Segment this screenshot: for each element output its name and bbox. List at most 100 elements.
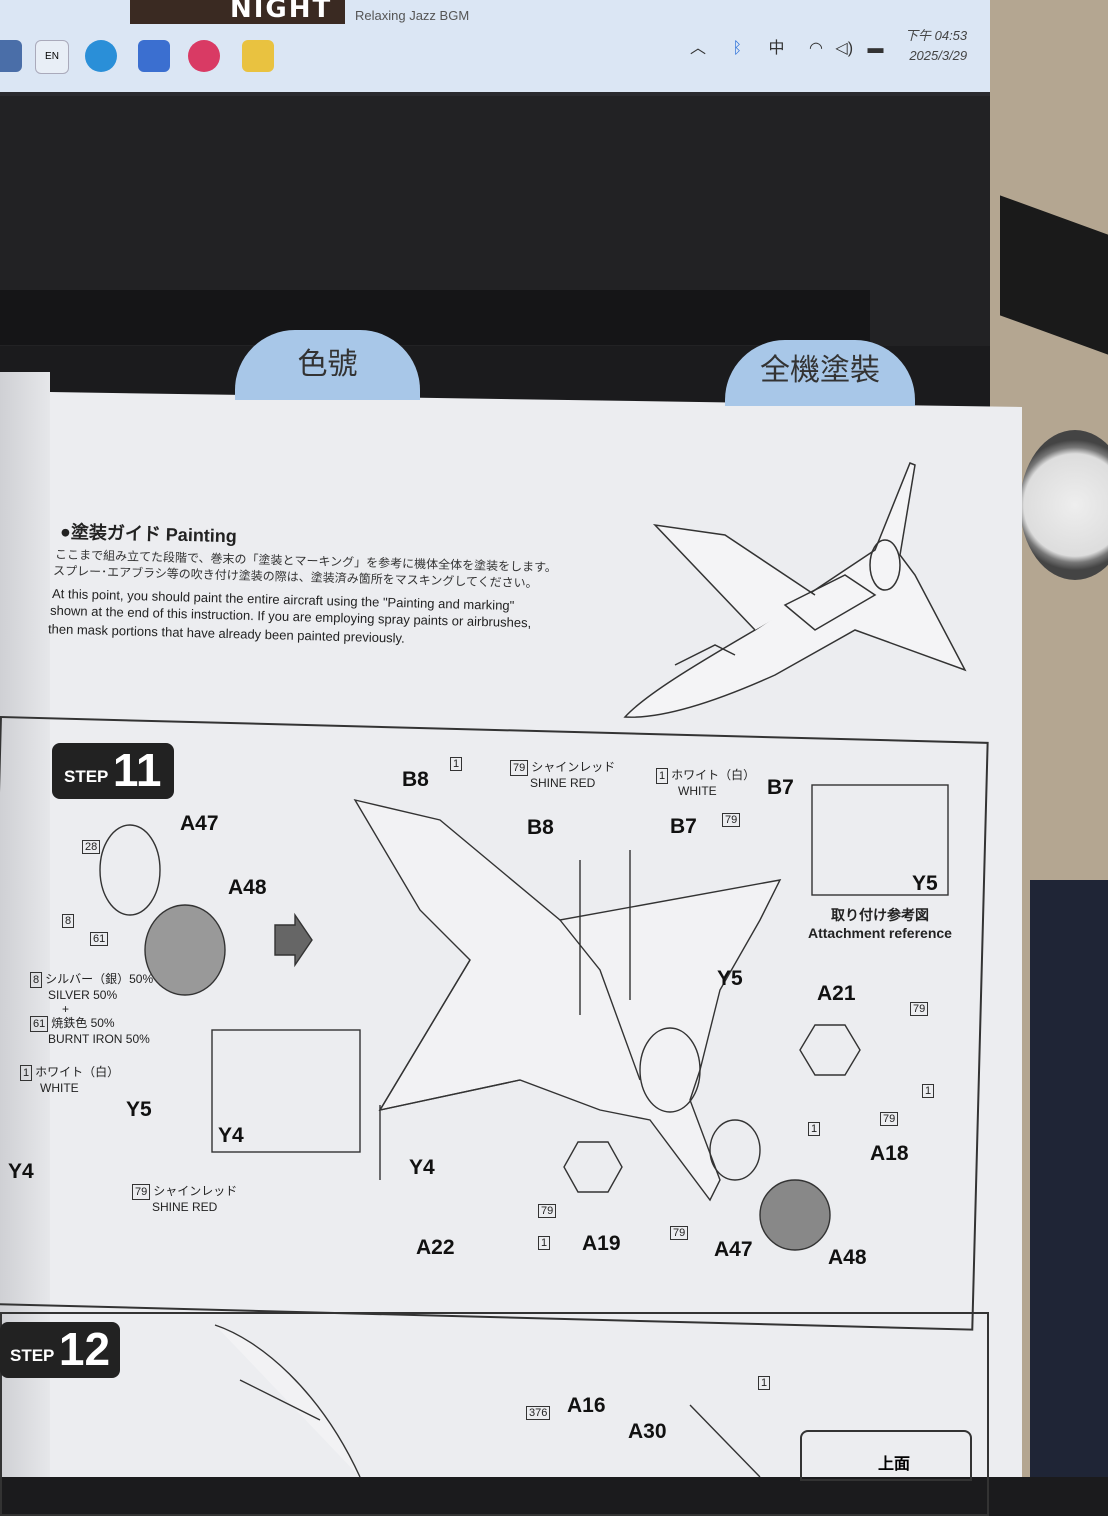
part-label: Y4 (409, 1156, 435, 1179)
edge-icon[interactable] (85, 40, 117, 72)
color-en: SILVER 50% (48, 988, 118, 1002)
part-label: A22 (416, 1236, 455, 1259)
part-label: A47 (714, 1238, 753, 1261)
part-label: Y5 (126, 1098, 152, 1121)
paint-number: 1 (656, 768, 669, 784)
video-title: NIGHT (230, 0, 333, 24)
paint-number: 8 (30, 972, 43, 988)
step-number: 12 (58, 1323, 111, 1375)
part-label: Y4 (8, 1160, 34, 1183)
paint-number: 79 (510, 760, 529, 776)
part-label: Y5 (717, 967, 743, 990)
color-en: WHITE (40, 1081, 79, 1095)
part-label: A18 (870, 1142, 909, 1165)
sticky-tab-color-codes[interactable]: 色號 (235, 330, 420, 400)
taskbar-clock[interactable]: 下午 04:53 2025/3/29 (905, 26, 967, 66)
color-jp: シャインレッド (531, 760, 616, 774)
top-view-label: 上面 (878, 1456, 911, 1473)
system-tray: ︿ ᛒ 中 ◠ ◁) ▬ (690, 34, 884, 58)
store-icon[interactable] (138, 40, 170, 72)
paint-number: 8 (62, 914, 75, 928)
paint-number: 79 (538, 1204, 557, 1218)
paint-number: 28 (82, 840, 101, 854)
chevron-up-icon[interactable]: ︿ (690, 40, 707, 57)
part-label: A30 (628, 1420, 667, 1443)
files-icon[interactable] (0, 40, 22, 72)
color-en: BURNT IRON 50% (48, 1032, 150, 1046)
part-label: A48 (228, 876, 267, 899)
step-11-diagram (99, 784, 949, 1251)
color-jp: ホワイト（白） (35, 1065, 120, 1079)
step-word: STEP (10, 1346, 55, 1365)
video-thumbnail[interactable]: NIGHT (130, 0, 345, 24)
battery-icon[interactable]: ▬ (867, 40, 884, 57)
step-12-diagram (214, 1324, 761, 1477)
cutting-mat (1030, 880, 1108, 1477)
laptop-screen: NIGHT Relaxing Jazz BGM EN ︿ ᛒ 中 ◠ ◁) ▬ … (0, 0, 1010, 96)
color-jp: 焼鉄色 50% (51, 1016, 115, 1030)
paint-number: 1 (538, 1236, 551, 1250)
part-label: B7 (767, 776, 794, 799)
slack-icon[interactable] (242, 40, 274, 72)
top-view-box: 上面 (800, 1430, 972, 1481)
part-label: A48 (828, 1246, 867, 1269)
media-title: Relaxing Jazz BGM (355, 8, 470, 23)
color-jp: シルバー（銀）50% (45, 972, 154, 986)
lang-label: EN (45, 51, 59, 62)
color-jp: シャインレッド (153, 1184, 238, 1198)
attachment-reference: 取り付け参考図 Attachment reference (808, 905, 952, 941)
part-label: Y5 (912, 872, 938, 895)
paint-number: 1 (20, 1065, 33, 1081)
part-label: B8 (527, 816, 554, 839)
color-en: SHINE RED (152, 1200, 218, 1214)
paint-number: 376 (526, 1406, 551, 1420)
paint-number: 1 (758, 1376, 771, 1390)
attachment-en: Attachment reference (808, 925, 952, 941)
part-label: A21 (817, 982, 856, 1005)
app-icon[interactable] (188, 40, 220, 72)
part-label: B7 (670, 815, 697, 838)
paint-number: 79 (722, 813, 741, 827)
paint-number: 79 (670, 1226, 689, 1240)
paint-number: 61 (90, 932, 109, 946)
color-jp: ホワイト（白） (671, 768, 756, 782)
aircraft-illustration (623, 462, 967, 718)
painting-title: ●塗装ガイド Painting (59, 521, 238, 547)
clock-time: 下午 04:53 (905, 28, 968, 43)
step-12-badge: STEP 12 (0, 1322, 121, 1378)
part-label: A47 (180, 812, 219, 835)
paint-number: 1 (922, 1084, 935, 1098)
step-word: STEP (64, 767, 109, 786)
bluetooth-icon[interactable]: ᛒ (732, 40, 743, 57)
language-en-icon[interactable]: EN (35, 40, 69, 74)
part-label: A16 (567, 1394, 606, 1417)
laptop-keyboard (0, 290, 870, 345)
paint-number: 1 (450, 757, 463, 771)
color-plus: + (62, 1002, 70, 1016)
part-label: Y4 (218, 1124, 244, 1147)
clock-date: 2025/3/29 (909, 48, 968, 63)
part-label: A19 (582, 1232, 621, 1255)
wifi-icon[interactable]: ◠ (809, 40, 823, 57)
paint-number: 61 (30, 1016, 49, 1032)
page-gutter (0, 372, 50, 1477)
color-en: SHINE RED (530, 776, 596, 790)
step-number: 11 (112, 744, 162, 796)
wristwatch (1020, 430, 1108, 580)
paint-number: 79 (132, 1184, 151, 1200)
ime-indicator[interactable]: 中 (768, 40, 785, 57)
paint-number: 79 (880, 1112, 899, 1126)
attachment-jp: 取り付け参考図 (830, 907, 929, 923)
sticky-tab-full-paint[interactable]: 全機塗裝 (725, 340, 915, 406)
part-label: B8 (402, 768, 429, 791)
paint-number: 79 (910, 1002, 929, 1016)
paint-number: 1 (808, 1122, 821, 1136)
step-11-badge: STEP 11 (52, 743, 174, 799)
volume-icon[interactable]: ◁) (835, 40, 854, 57)
color-en: WHITE (678, 784, 717, 798)
